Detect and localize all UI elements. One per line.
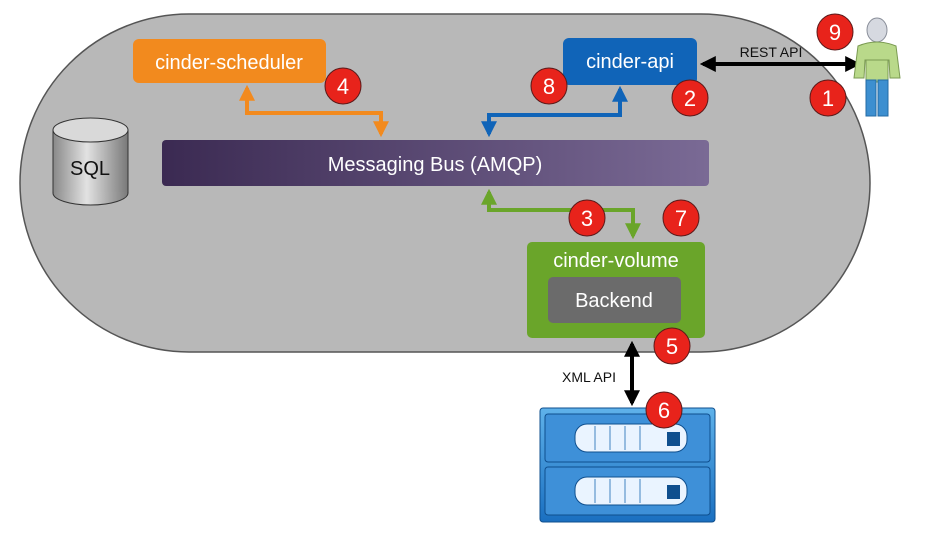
step-badge-1: 1 [809,79,847,117]
step-badge-2: 2 [671,79,709,117]
user-icon [853,17,901,117]
cinder-scheduler-label: cinder-scheduler [155,52,303,74]
scheduler-bus-arrow [239,84,389,138]
step-badge-9: 9 [816,13,854,51]
svg-text:8: 8 [543,74,555,99]
bus-volume-arrow [481,188,641,240]
svg-text:2: 2 [684,86,696,111]
svg-text:5: 5 [666,334,678,359]
cinder-api-box: cinder-api [563,38,697,85]
rest-api-label: REST API [740,44,803,60]
svg-text:1: 1 [822,86,834,111]
step-badge-7: 7 [662,199,700,237]
sql-database-icon: SQL [52,117,129,206]
step-badge-5: 5 [653,327,691,365]
messaging-bus: Messaging Bus (AMQP) [162,140,709,186]
svg-text:6: 6 [658,398,670,423]
storage-array-icon [539,407,716,523]
xml-api-label: XML API [562,369,616,385]
sql-label: SQL [70,158,110,180]
step-badge-4: 4 [324,67,362,105]
step-badge-6: 6 [645,391,683,429]
api-bus-arrow [481,85,628,138]
svg-text:7: 7 [675,206,687,231]
cinder-volume-label: cinder-volume [553,250,679,272]
cinder-volume-box: cinder-volume Backend [527,242,705,338]
backend-box [548,277,681,323]
svg-text:4: 4 [337,74,349,99]
cinder-scheduler-box: cinder-scheduler [133,39,326,83]
step-badge-8: 8 [530,67,568,105]
step-badge-3: 3 [568,199,606,237]
cinder-api-label: cinder-api [586,51,674,73]
svg-text:3: 3 [581,206,593,231]
backend-label: Backend [575,290,653,312]
svg-text:9: 9 [829,20,841,45]
messaging-bus-label: Messaging Bus (AMQP) [328,154,543,176]
